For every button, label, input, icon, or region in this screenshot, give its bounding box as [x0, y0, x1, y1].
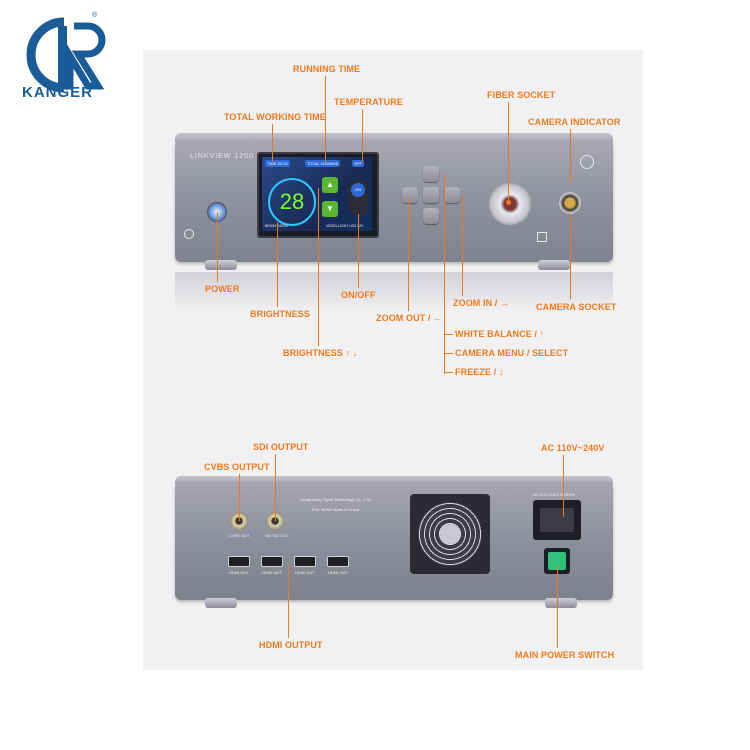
model-name: LINKVIEW 1200: [190, 153, 254, 160]
label-brightness-updown: BRIGHTNESS ↑ ↓: [283, 348, 358, 358]
gauge-ring: [268, 178, 316, 226]
light-icon: [537, 232, 547, 242]
zoom-out-button[interactable]: [402, 187, 418, 203]
leader-fiber-socket: [508, 102, 509, 202]
leader-total-working-time: [272, 124, 273, 162]
label-temperature: TEMPERATURE: [334, 97, 403, 107]
hdmi-port-2: [261, 556, 283, 567]
leader-hdmi-output: [288, 566, 289, 638]
kanger-logo: [26, 17, 106, 93]
front-reflection: [175, 272, 613, 312]
label-cvbs-output: CVBS OUTPUT: [204, 462, 270, 472]
brightness-down-icon[interactable]: ▼: [322, 201, 338, 217]
hdmi-port-3: [294, 556, 316, 567]
total-chip: TOTAL 2H30M05: [305, 160, 340, 167]
leader-sdi-output: [275, 454, 276, 521]
leader-power: [217, 212, 218, 282]
leader-main-power-switch: [557, 566, 558, 648]
leader-zoom-out: [408, 196, 409, 311]
on-indicator: ON: [351, 183, 365, 197]
front-foot-right: [538, 260, 570, 270]
label-ac: AC 110V~240V: [541, 443, 605, 453]
leader-cvbs-output: [239, 474, 240, 521]
leader-camera-indicator: [570, 129, 571, 183]
main-power-switch[interactable]: [548, 552, 566, 570]
back-print-line1: Designed by Tyrus Technology Co., LTD: [300, 497, 372, 502]
back-print-line2: P/N: 30300 Made in China: [312, 507, 359, 512]
label-sdi-output: SDI OUTPUT: [253, 442, 309, 452]
back-panel-top: [175, 476, 613, 485]
label-power: POWER: [205, 284, 240, 294]
dot-fiber-socket: [506, 200, 511, 205]
back-foot-right: [545, 598, 577, 608]
brightness-up-icon[interactable]: ▲: [322, 177, 338, 193]
label-camera-socket: CAMERA SOCKET: [536, 302, 617, 312]
tick-white-balance: [444, 334, 453, 335]
label-total-working-time: TOTAL WORKING TIME: [224, 112, 326, 122]
brightness-value: 28: [279, 189, 305, 214]
label-fiber-socket: FIBER SOCKET: [487, 90, 556, 100]
hdmi-print-3: HDMI OUT: [295, 570, 315, 575]
label-white-balance: WHITE BALANCE / ↑: [455, 329, 545, 339]
camera-socket: [559, 192, 581, 214]
tick-freeze: [444, 372, 453, 373]
freeze-button[interactable]: [423, 208, 439, 224]
leader-temperature: [362, 109, 363, 162]
label-brightness: BRIGHTNESS: [250, 309, 311, 319]
label-on-off: ON/OFF: [341, 290, 376, 300]
white-balance-button[interactable]: [423, 166, 439, 182]
leader-ac: [563, 455, 564, 517]
ac-inlet-socket: [540, 508, 574, 532]
screen-bottom-right: VIDEO-LIGHT LED 12V: [326, 224, 364, 228]
fan-hub: [440, 524, 460, 544]
leader-brightness-updown: [318, 188, 319, 346]
hdmi-print-1: HDMI OUT: [229, 570, 249, 575]
hdmi-port-1: [228, 556, 250, 567]
leader-running-time: [325, 76, 326, 162]
leader-brightness: [277, 222, 278, 307]
standby-icon: [184, 229, 194, 239]
hdmi-port-4: [327, 556, 349, 567]
cvbs-connector: [230, 512, 248, 530]
sdi-print: HD-SDI OUT: [265, 533, 289, 538]
camera-menu-button[interactable]: [423, 187, 439, 203]
camera-indicator-icon: [580, 155, 594, 169]
label-hdmi-output: HDMI OUTPUT: [259, 640, 323, 650]
leader-zoom-in: [462, 196, 463, 296]
label-main-power-switch: MAIN POWER SWITCH: [515, 650, 615, 660]
front-panel-top: [175, 133, 613, 143]
back-foot-left: [205, 598, 237, 608]
cvbs-print: CVBS OUT: [229, 533, 250, 538]
hdmi-print-4: HDMI OUT: [328, 570, 348, 575]
label-zoom-out: ZOOM OUT / ←: [376, 313, 443, 323]
front-foot-left: [205, 260, 237, 270]
ac-rating-print: AC 110V-240V 50/60Hz: [533, 492, 576, 497]
registered-mark: ®: [92, 12, 98, 19]
label-camera-indicator: CAMERA INDICATOR: [528, 117, 621, 127]
tick-camera-menu: [444, 353, 453, 354]
leader-camera-socket: [570, 214, 571, 300]
label-running-time: RUNNING TIME: [293, 64, 361, 74]
hdmi-print-2: HDMI OUT: [262, 570, 282, 575]
leader-buttons: [444, 174, 445, 374]
leader-on-off: [358, 214, 359, 288]
label-zoom-in: ZOOM IN / →: [453, 298, 510, 308]
label-freeze: FREEZE / ↓: [455, 367, 504, 377]
sdi-connector: [266, 512, 284, 530]
temp-chip: OFF: [352, 160, 364, 167]
screen-bottom-left: BRIGHTNESS: [265, 224, 288, 228]
time-chip: TIME 02:19: [265, 160, 290, 167]
brand-name: KANGER: [22, 84, 94, 101]
label-camera-menu: CAMERA MENU / SELECT: [455, 348, 569, 358]
zoom-in-button[interactable]: [444, 187, 460, 203]
